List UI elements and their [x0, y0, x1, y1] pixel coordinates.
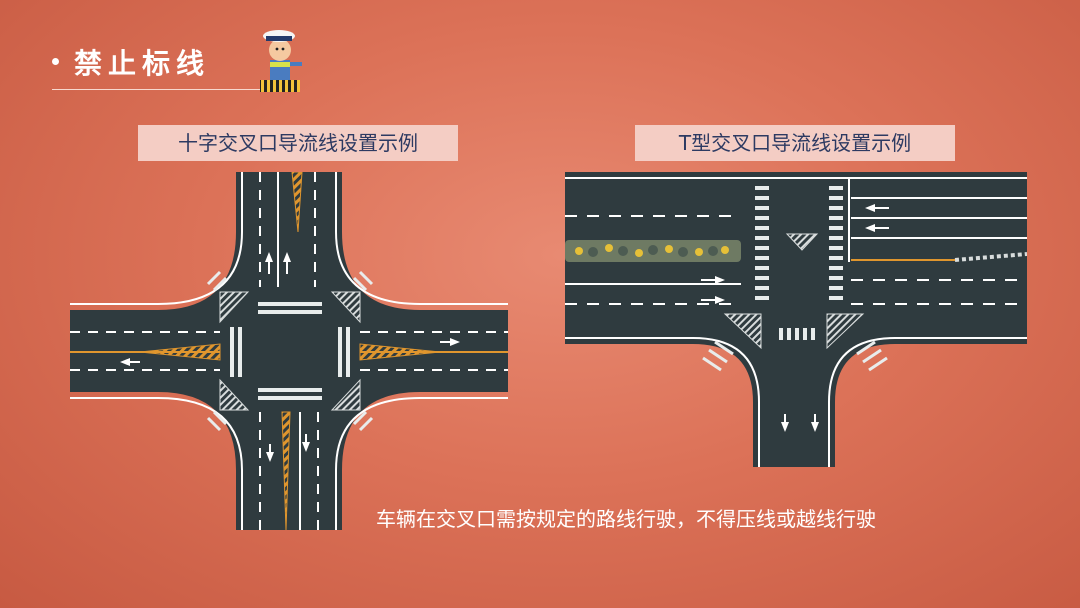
t-intersection-diagram: [565, 172, 1027, 467]
caption-text: 车辆在交叉口需按规定的路线行驶，不得压线或越线行驶: [376, 507, 876, 531]
title-underline: [52, 89, 292, 90]
page-title: 禁止标线: [74, 47, 211, 80]
cross-intersection-label: 十字交叉口导流线设置示例: [138, 125, 458, 161]
cross-intersection-diagram: [70, 172, 508, 530]
t-intersection-label: T型交叉口导流线设置示例: [635, 125, 955, 161]
bullet-icon: [52, 58, 59, 65]
traffic-police-icon: [260, 30, 302, 92]
